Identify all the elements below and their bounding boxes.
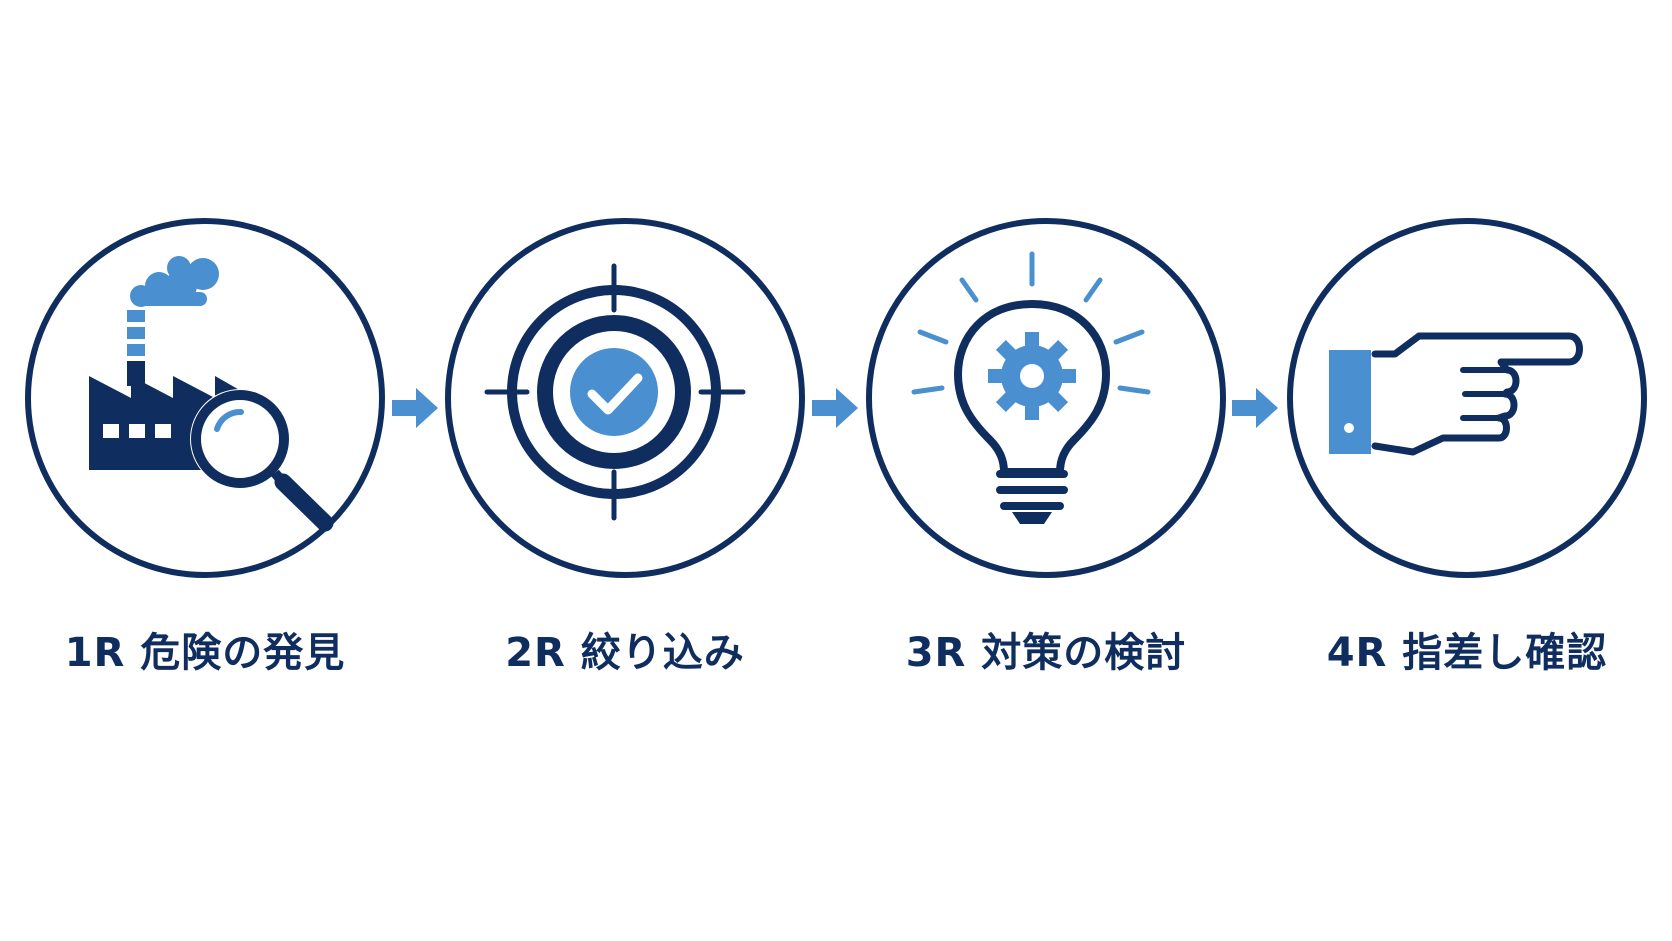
step-2-label: 2R 絞り込み — [505, 630, 745, 676]
factory-magnifier-icon — [89, 256, 334, 532]
step-4-circle — [1287, 218, 1647, 578]
lightbulb-gear-icon — [911, 251, 1151, 524]
pointing-hand-icon — [1329, 332, 1583, 456]
arrow-right-icon — [1232, 386, 1280, 430]
step-4-label: 4R 指差し確認 — [1326, 630, 1608, 676]
step-1-label: 1R 危険の発見 — [64, 630, 346, 676]
arrow-right-icon — [812, 386, 860, 430]
step-2-circle — [445, 218, 805, 578]
step-3-circle — [866, 218, 1226, 578]
step-1-circle — [25, 218, 385, 578]
target-check-icon — [484, 263, 746, 521]
step-3-label: 3R 対策の検討 — [905, 630, 1187, 676]
arrow-right-icon — [392, 386, 440, 430]
